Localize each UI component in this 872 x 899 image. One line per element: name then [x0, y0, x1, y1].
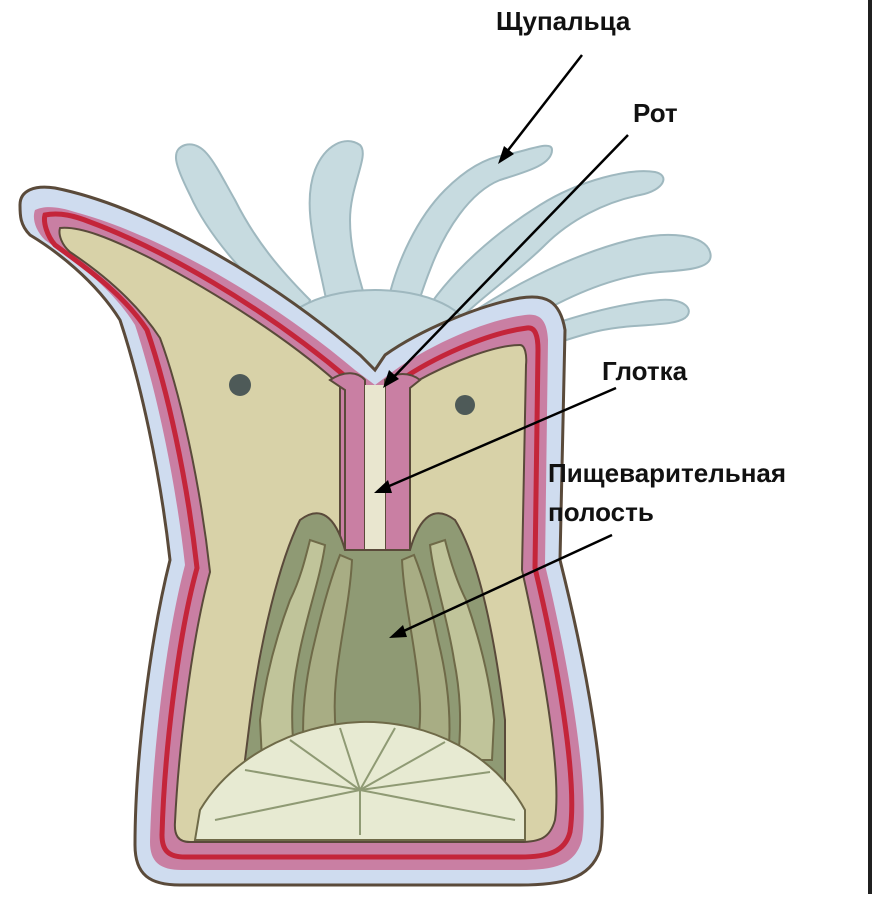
label-digestive-cavity-line1: Пищеварительная	[548, 458, 786, 488]
right-edge-border	[868, 0, 872, 894]
pharynx-lumen	[365, 385, 385, 550]
label-mouth: Рот	[633, 98, 678, 128]
label-tentacles: Щупальца	[496, 6, 630, 36]
label-digestive-cavity-line2: полость	[548, 497, 654, 527]
arrow-tentacles	[502, 55, 582, 158]
body-spot	[229, 374, 251, 396]
label-pharynx: Глотка	[602, 356, 687, 386]
body-spot	[455, 395, 475, 415]
